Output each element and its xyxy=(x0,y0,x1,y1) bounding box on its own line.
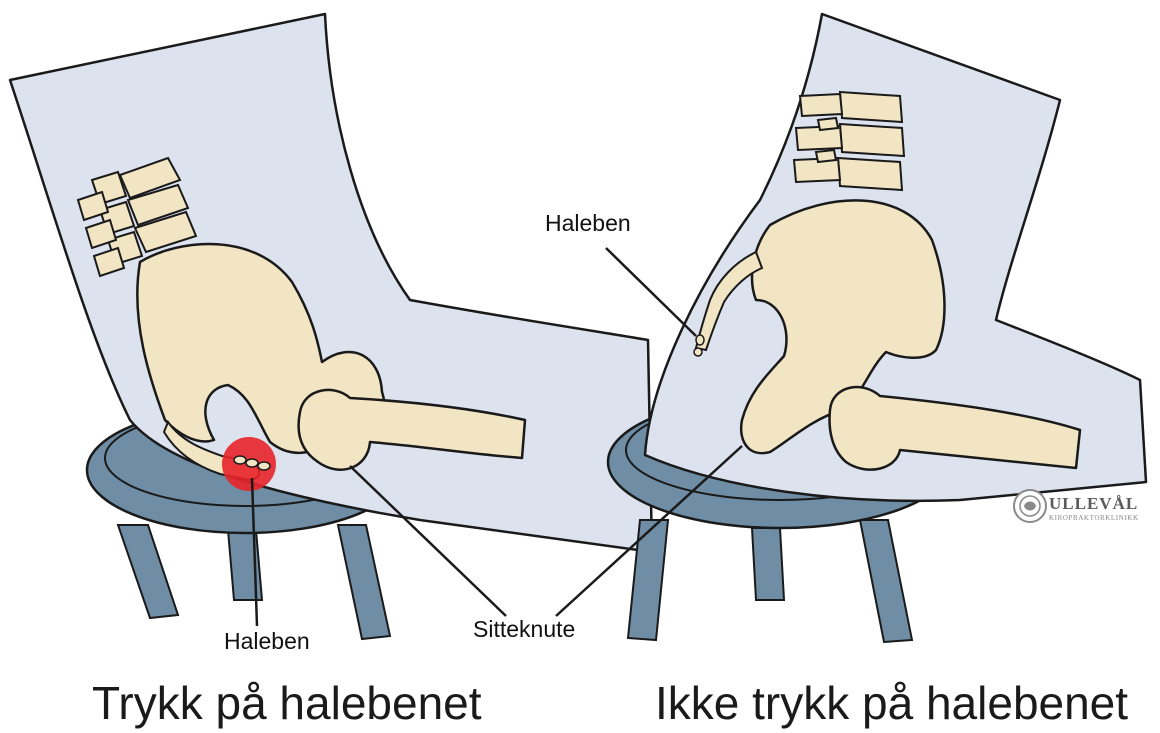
right-stool-leg-mid xyxy=(752,528,784,600)
sitbone-label: Sitteknute xyxy=(473,616,575,643)
right-figure xyxy=(556,14,1146,642)
clinic-logo-name: ULLEVÅL xyxy=(1049,494,1138,514)
clinic-logo-seal xyxy=(1014,490,1046,522)
right-coccyx-leader-line xyxy=(606,248,696,336)
left-coccyx-label: Haleben xyxy=(224,628,310,655)
right-stool-leg-back xyxy=(860,520,912,642)
right-coccyx-label: Haleben xyxy=(545,210,631,237)
right-caption: Ikke trykk på halebenet xyxy=(655,676,1128,730)
clinic-logo-subtitle: KIROPRAKTORKLINIKK xyxy=(1049,514,1139,522)
right-lumbar-vertebrae xyxy=(794,92,904,190)
left-caption: Trykk på halebenet xyxy=(92,676,482,730)
left-stool-leg-front xyxy=(118,525,178,618)
left-figure xyxy=(10,14,652,639)
left-stool-leg-back xyxy=(338,525,390,639)
